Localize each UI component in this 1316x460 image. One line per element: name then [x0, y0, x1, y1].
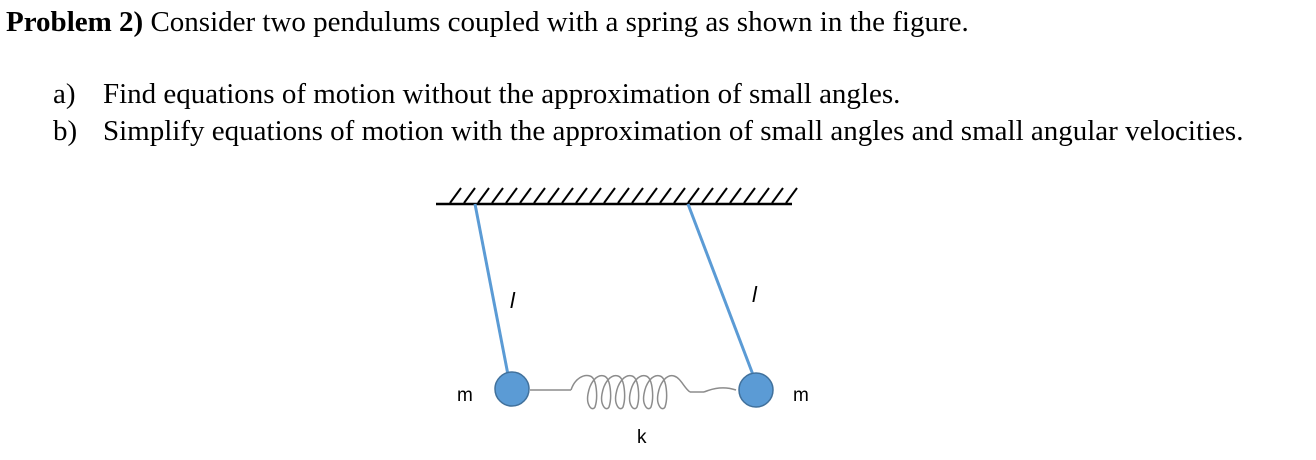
coupling-spring [530, 374, 737, 410]
part-a-text: Find equations of motion without the app… [103, 78, 901, 110]
ceiling-hatching [449, 187, 798, 204]
problem-part-b: b) Simplify equations of motion with the… [53, 113, 1293, 150]
part-b-letter: b) [53, 115, 78, 147]
left-pendulum-rod [473, 203, 511, 381]
left-pendulum-bob [494, 371, 530, 407]
spring-constant-label: k [637, 427, 647, 448]
left-length-label: l [510, 288, 516, 313]
part-b-text: Simplify equations of motion with the ap… [103, 115, 1244, 147]
problem-label: Problem 2) [6, 6, 144, 38]
right-pendulum-bob [738, 372, 774, 408]
problem-parts-list: a) Find equations of motion without the … [53, 76, 1293, 150]
right-pendulum-rod [686, 203, 757, 381]
left-mass-label: m [457, 385, 473, 406]
problem-statement: Consider two pendulums coupled with a sp… [150, 6, 969, 38]
problem-part-a: a) Find equations of motion without the … [53, 76, 1293, 113]
right-length-label: l [752, 282, 758, 307]
problem-heading: Problem 2) Consider two pendulums couple… [6, 4, 969, 40]
right-mass-label: m [793, 385, 809, 406]
part-a-letter: a) [53, 78, 76, 110]
